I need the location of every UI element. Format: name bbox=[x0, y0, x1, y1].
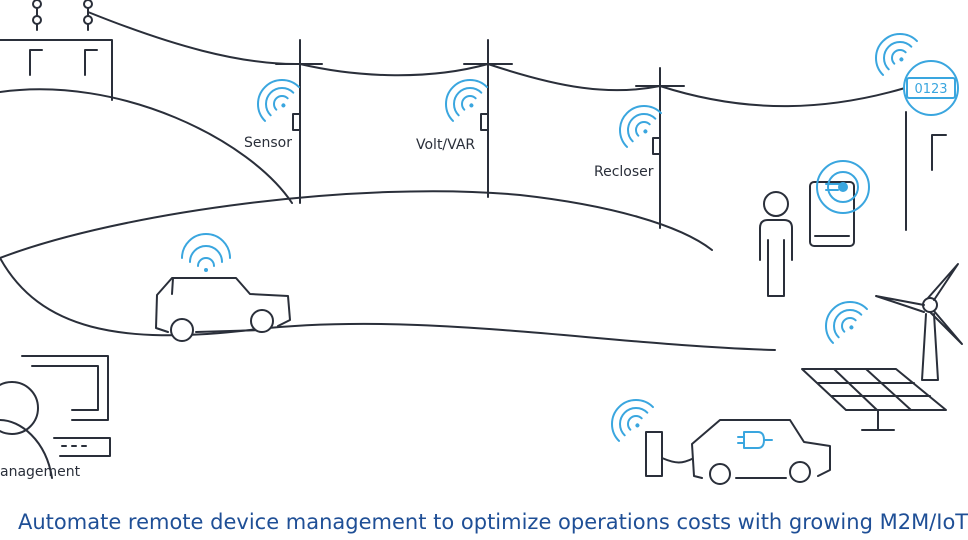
person-icon bbox=[759, 191, 793, 297]
meter-display: 0123 bbox=[914, 82, 947, 97]
car-icon bbox=[155, 277, 291, 342]
wind-turbine-icon bbox=[875, 263, 963, 381]
wifi-signal-icon-sensor bbox=[257, 79, 300, 122]
smart-meter-icon: 0123 bbox=[903, 60, 959, 231]
hill-middle bbox=[0, 190, 713, 259]
solar-panel-icon bbox=[801, 368, 947, 431]
transmission-tower-icon bbox=[0, 0, 113, 101]
wifi-signal-icon-volt-var bbox=[445, 79, 488, 122]
computer-monitor-icon bbox=[21, 355, 111, 457]
utility-pole-sensor bbox=[275, 39, 323, 204]
utility-pole-recloser bbox=[635, 67, 685, 229]
label-recloser: Recloser bbox=[594, 164, 654, 180]
power-lines bbox=[87, 11, 906, 108]
hill-front bbox=[0, 257, 776, 351]
wifi-signal-icon-solar bbox=[825, 301, 868, 344]
user-icon bbox=[0, 381, 53, 479]
caption: Automate remote device management to opt… bbox=[18, 510, 968, 534]
wifi-signal-icon-meter bbox=[875, 33, 918, 76]
tablet-icon bbox=[809, 160, 870, 247]
hill-back bbox=[0, 88, 293, 204]
label-sensor: Sensor bbox=[244, 135, 292, 151]
label-volt-var: Volt/VAR bbox=[416, 137, 476, 153]
wifi-signal-icon-recloser bbox=[619, 105, 662, 148]
wifi-signal-icon-charger bbox=[611, 399, 654, 442]
label-management: anagement bbox=[0, 464, 81, 480]
charging-station-icon bbox=[645, 431, 695, 477]
wifi-signal-icon-car bbox=[181, 233, 231, 272]
electric-car-icon bbox=[691, 419, 831, 485]
utility-pole-volt-var bbox=[463, 39, 513, 198]
